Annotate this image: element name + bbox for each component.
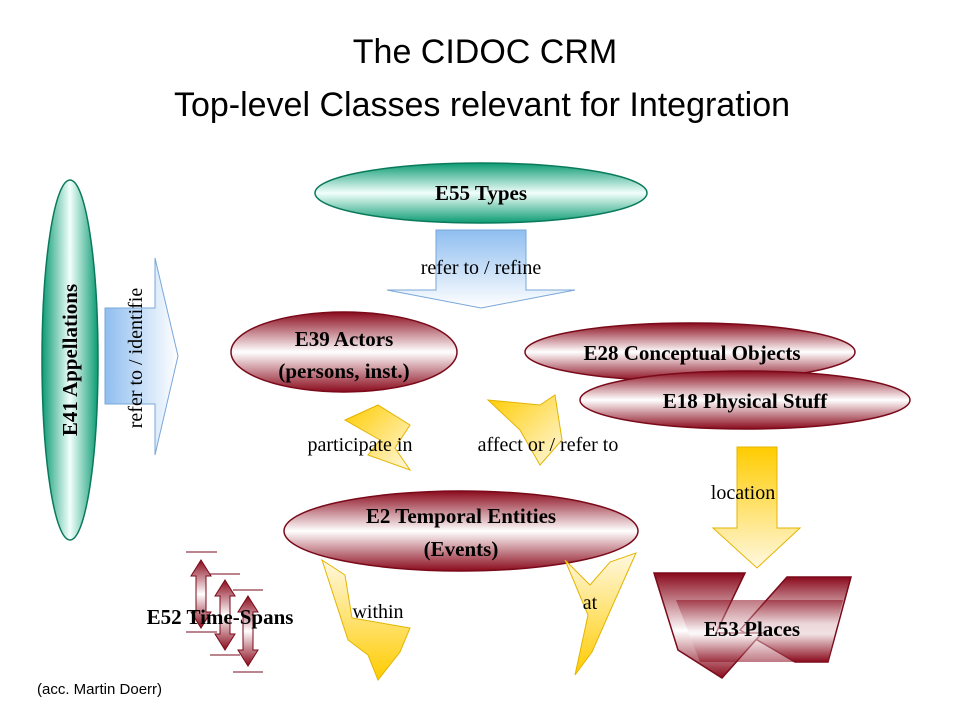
refer-identify-label: refer to / identifie xyxy=(125,288,147,429)
credit-text: (acc. Martin Doerr) xyxy=(37,681,162,698)
e52-label: E52 Time-Spans xyxy=(147,605,294,629)
affect-label: affect or / refer to xyxy=(478,434,619,456)
participate-label: participate in xyxy=(308,434,413,456)
title-line-1: The CIDOC CRM xyxy=(353,33,617,71)
e55-label: E55 Types xyxy=(435,181,527,205)
e52-time-spans-icon xyxy=(186,551,263,673)
affect-arrow xyxy=(486,394,563,466)
e39-actors-node: E39 Actors (persons, inst.) xyxy=(230,311,458,393)
e55-types-node: E55 Types xyxy=(314,162,648,224)
participate-arrow xyxy=(343,404,412,471)
e18-label: E18 Physical Stuff xyxy=(663,389,829,413)
within-label: within xyxy=(352,601,403,623)
refer-identify-arrow xyxy=(104,257,179,456)
at-label: at xyxy=(583,592,598,614)
refer-refine-arrow xyxy=(386,229,576,309)
e2-temporal-entities-node: E2 Temporal Entities (Events) xyxy=(283,490,639,572)
e2-label-2: (Events) xyxy=(424,537,499,561)
location-label: location xyxy=(711,482,775,504)
within-arrow xyxy=(321,558,411,681)
e2-label-1: E2 Temporal Entities xyxy=(366,504,556,528)
e39-label-2: (persons, inst.) xyxy=(278,359,409,383)
e39-label-1: E39 Actors xyxy=(295,327,394,351)
e28-conceptual-objects-node: E28 Conceptual Objects xyxy=(524,322,856,382)
e41-appellations-node: E41 Appellations xyxy=(41,179,99,541)
location-arrow xyxy=(711,446,802,569)
e18-physical-stuff-node: E18 Physical Stuff xyxy=(579,370,911,430)
e53-label: E53 Places xyxy=(704,617,800,641)
e28-label: E28 Conceptual Objects xyxy=(584,341,801,365)
e41-label: E41 Appellations xyxy=(58,284,82,436)
at-arrow xyxy=(564,552,637,676)
title-line-2: Top-level Classes relevant for Integrati… xyxy=(174,86,790,124)
refer-refine-label: refer to / refine xyxy=(421,257,542,279)
e53-places-node: E53 Places xyxy=(652,572,852,679)
